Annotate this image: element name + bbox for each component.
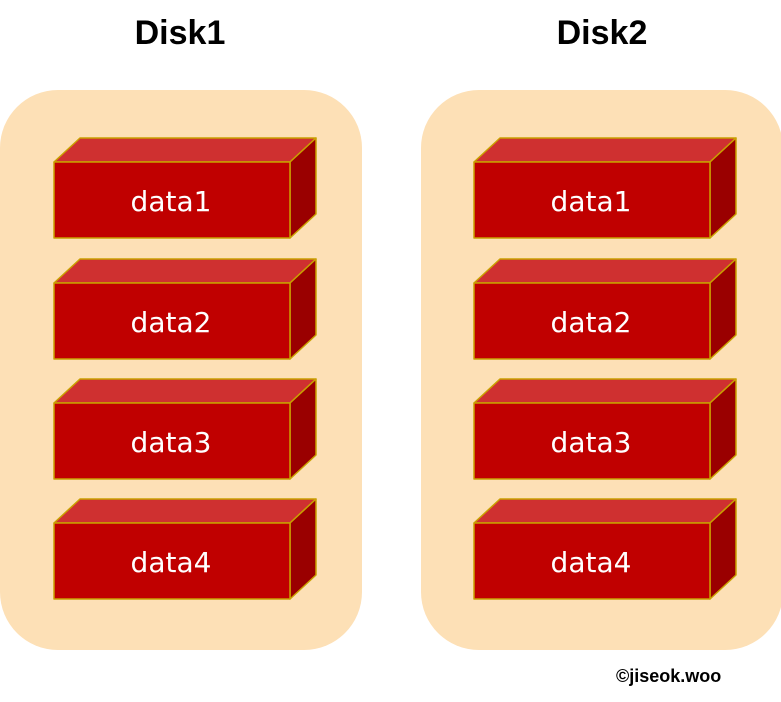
block-top-face xyxy=(473,498,737,524)
disk1-data-block: data2 xyxy=(53,257,317,361)
disk1-data-block: data1 xyxy=(53,136,317,240)
data-block-shape xyxy=(53,137,317,239)
data-block-label: data4 xyxy=(130,545,212,579)
disk2-title: Disk2 xyxy=(556,14,648,52)
block-top-face xyxy=(473,258,737,284)
disk2-data-block: data1 xyxy=(473,136,737,240)
data-block-label: data1 xyxy=(130,184,212,218)
data-block-shape xyxy=(53,498,317,600)
disk2-data-block: data2 xyxy=(473,257,737,361)
copyright-watermark: ©jiseok.woo xyxy=(616,666,722,686)
block-front-face xyxy=(473,161,711,239)
data-block-label: data3 xyxy=(550,425,632,459)
data-block-shape xyxy=(53,378,317,480)
data-block-shape xyxy=(473,498,737,600)
data-block-label: data3 xyxy=(130,425,212,459)
disk1-title: Disk1 xyxy=(134,14,226,52)
data-block-label: data4 xyxy=(550,545,632,579)
disk2-data-block: data3 xyxy=(473,377,737,481)
data-block-shape xyxy=(473,258,737,360)
data-block-shape xyxy=(53,258,317,360)
disk1-data-block: data3 xyxy=(53,377,317,481)
block-top-face xyxy=(53,258,317,284)
data-block-label: data1 xyxy=(550,184,632,218)
data-block-shape xyxy=(473,378,737,480)
disk2-data-block: data4 xyxy=(473,497,737,601)
block-top-face xyxy=(53,137,317,163)
data-block-shape xyxy=(473,137,737,239)
block-top-face xyxy=(473,378,737,404)
block-front-face xyxy=(53,282,291,360)
disk1-data-block: data4 xyxy=(53,497,317,601)
data-block-label: data2 xyxy=(550,305,632,339)
data-block-label: data2 xyxy=(130,305,212,339)
block-front-face xyxy=(53,161,291,239)
block-top-face xyxy=(53,498,317,524)
block-top-face xyxy=(53,378,317,404)
block-front-face xyxy=(53,402,291,480)
block-front-face xyxy=(53,522,291,600)
block-top-face xyxy=(473,137,737,163)
block-front-face xyxy=(473,402,711,480)
block-front-face xyxy=(473,282,711,360)
block-front-face xyxy=(473,522,711,600)
